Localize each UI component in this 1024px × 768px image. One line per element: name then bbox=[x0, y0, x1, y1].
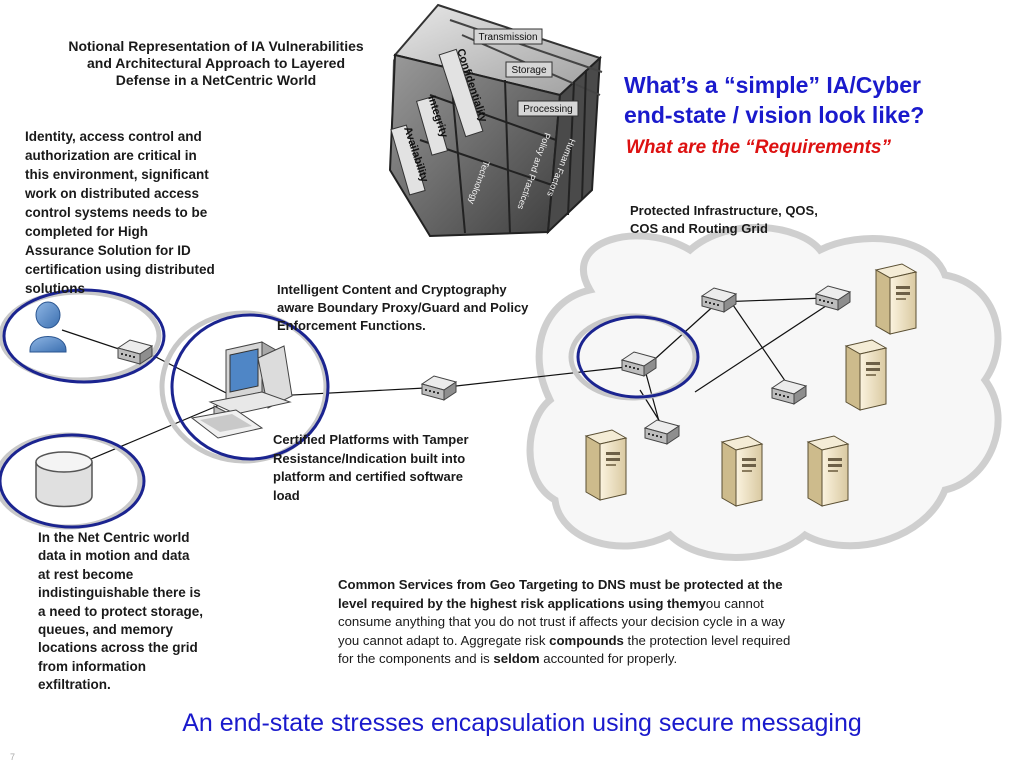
text-line: Certified Platforms with Tamper bbox=[273, 432, 469, 447]
text-span: for the components and is bbox=[338, 651, 494, 666]
text-line: completed for High bbox=[25, 224, 149, 239]
text-line: authorization are critical in bbox=[25, 148, 197, 163]
text-line: for the components and is seldom account… bbox=[338, 650, 898, 669]
text-line: this environment, significant bbox=[25, 167, 209, 182]
text-span: you cannot adapt to. Aggregate risk bbox=[338, 632, 550, 648]
text-line: you cannot adapt to. Aggregate risk comp… bbox=[338, 632, 898, 651]
server-icon bbox=[845, 339, 887, 411]
server-icon bbox=[585, 429, 627, 501]
vision-question: What’s a “simple” IA/Cyber end-state / v… bbox=[624, 70, 1014, 130]
text-line: Intelligent Content and Cryptography bbox=[277, 282, 507, 297]
common-services-text: Common Services from Geo Targeting to DN… bbox=[338, 576, 898, 669]
network-links bbox=[61, 297, 836, 468]
text-line: platform and certified software bbox=[273, 469, 463, 484]
question-line: end-state / vision look like? bbox=[624, 102, 925, 128]
cube-label-processing: Processing bbox=[523, 104, 572, 115]
text-line: work on distributed access bbox=[25, 186, 200, 201]
text-span: ou cannot bbox=[705, 595, 764, 611]
text-line: load bbox=[273, 487, 300, 503]
text-span: Common Services from Geo Targeting to DN… bbox=[338, 577, 783, 592]
cube-label-transmission: Transmission bbox=[478, 32, 537, 43]
text-line: Enforcement Functions. bbox=[277, 318, 426, 333]
cube-label-storage: Storage bbox=[511, 65, 546, 76]
highlight-rings bbox=[0, 288, 700, 530]
text-line: COS and Routing Grid bbox=[630, 221, 768, 236]
heading-line: Defense in a NetCentric World bbox=[115, 72, 317, 88]
text-line: exfiltration. bbox=[38, 677, 111, 693]
user-person-icon bbox=[29, 301, 67, 353]
text-span: level required by the highest risk appli… bbox=[338, 595, 706, 611]
text-line: control systems needs to be bbox=[25, 205, 208, 220]
text-line: Protected Infrastructure, QOS, bbox=[630, 203, 818, 218]
text-span: seldom bbox=[493, 651, 540, 666]
requirements-subtitle: What are the “Requirements” bbox=[626, 137, 891, 158]
text-line: Assurance Solution for ID bbox=[25, 243, 191, 258]
boundary-proxy-text: Intelligent Content and Cryptography awa… bbox=[277, 281, 597, 335]
text-span: compounds bbox=[549, 632, 624, 648]
text-line: solutions bbox=[25, 281, 85, 296]
text-line: locations across the grid bbox=[38, 640, 198, 656]
text-line: Identity, access control and bbox=[25, 129, 202, 144]
footer-statement: An end-state stresses encapsulation usin… bbox=[182, 709, 862, 737]
text-span: accounted for properly. bbox=[539, 651, 678, 666]
server-icon bbox=[875, 263, 917, 335]
text-line: from information bbox=[38, 658, 146, 674]
text-line: a need to protect storage, bbox=[38, 603, 204, 619]
text-line: Common Services from Geo Targeting to DN… bbox=[338, 576, 898, 595]
text-line: certification using distributed bbox=[25, 262, 215, 277]
question-line: What’s a “simple” IA/Cyber bbox=[624, 72, 921, 98]
text-line: indistinguishable there is bbox=[38, 585, 201, 601]
page-number: 7 bbox=[10, 752, 15, 762]
text-span: consume anything that you do not trust i… bbox=[338, 614, 785, 629]
text-line: Resistance/Indication built into bbox=[273, 450, 466, 466]
heading-line: and Architectural Approach to Layered bbox=[86, 55, 345, 71]
heading-line: Notional Representation of IA Vulnerabil… bbox=[68, 38, 364, 54]
text-line: queues, and memory bbox=[38, 622, 174, 638]
diagram-heading: Notional Representation of IA Vulnerabil… bbox=[40, 38, 392, 89]
text-line: consume anything that you do not trust i… bbox=[338, 613, 898, 632]
switch-icon bbox=[421, 375, 457, 401]
certified-platforms-text: Certified Platforms with Tamper Resistan… bbox=[273, 431, 543, 505]
net-centric-text: In the Net Centric world data in motion … bbox=[38, 529, 268, 695]
identity-access-text: Identity, access control and authorizati… bbox=[25, 127, 270, 298]
text-line: aware Boundary Proxy/Guard and Policy bbox=[277, 300, 529, 315]
text-line: level required by the highest risk appli… bbox=[338, 595, 898, 614]
server-icon bbox=[807, 435, 849, 507]
workstation-icon bbox=[190, 341, 293, 439]
text-line: In the Net Centric world bbox=[38, 530, 190, 545]
server-icon bbox=[721, 435, 763, 507]
protected-infrastructure-text: Protected Infrastructure, QOS, COS and R… bbox=[630, 202, 890, 238]
database-icon bbox=[35, 451, 93, 508]
text-span: the protection level required bbox=[623, 632, 791, 648]
text-line: at rest become bbox=[38, 566, 134, 582]
text-line: data in motion and data bbox=[38, 548, 190, 564]
